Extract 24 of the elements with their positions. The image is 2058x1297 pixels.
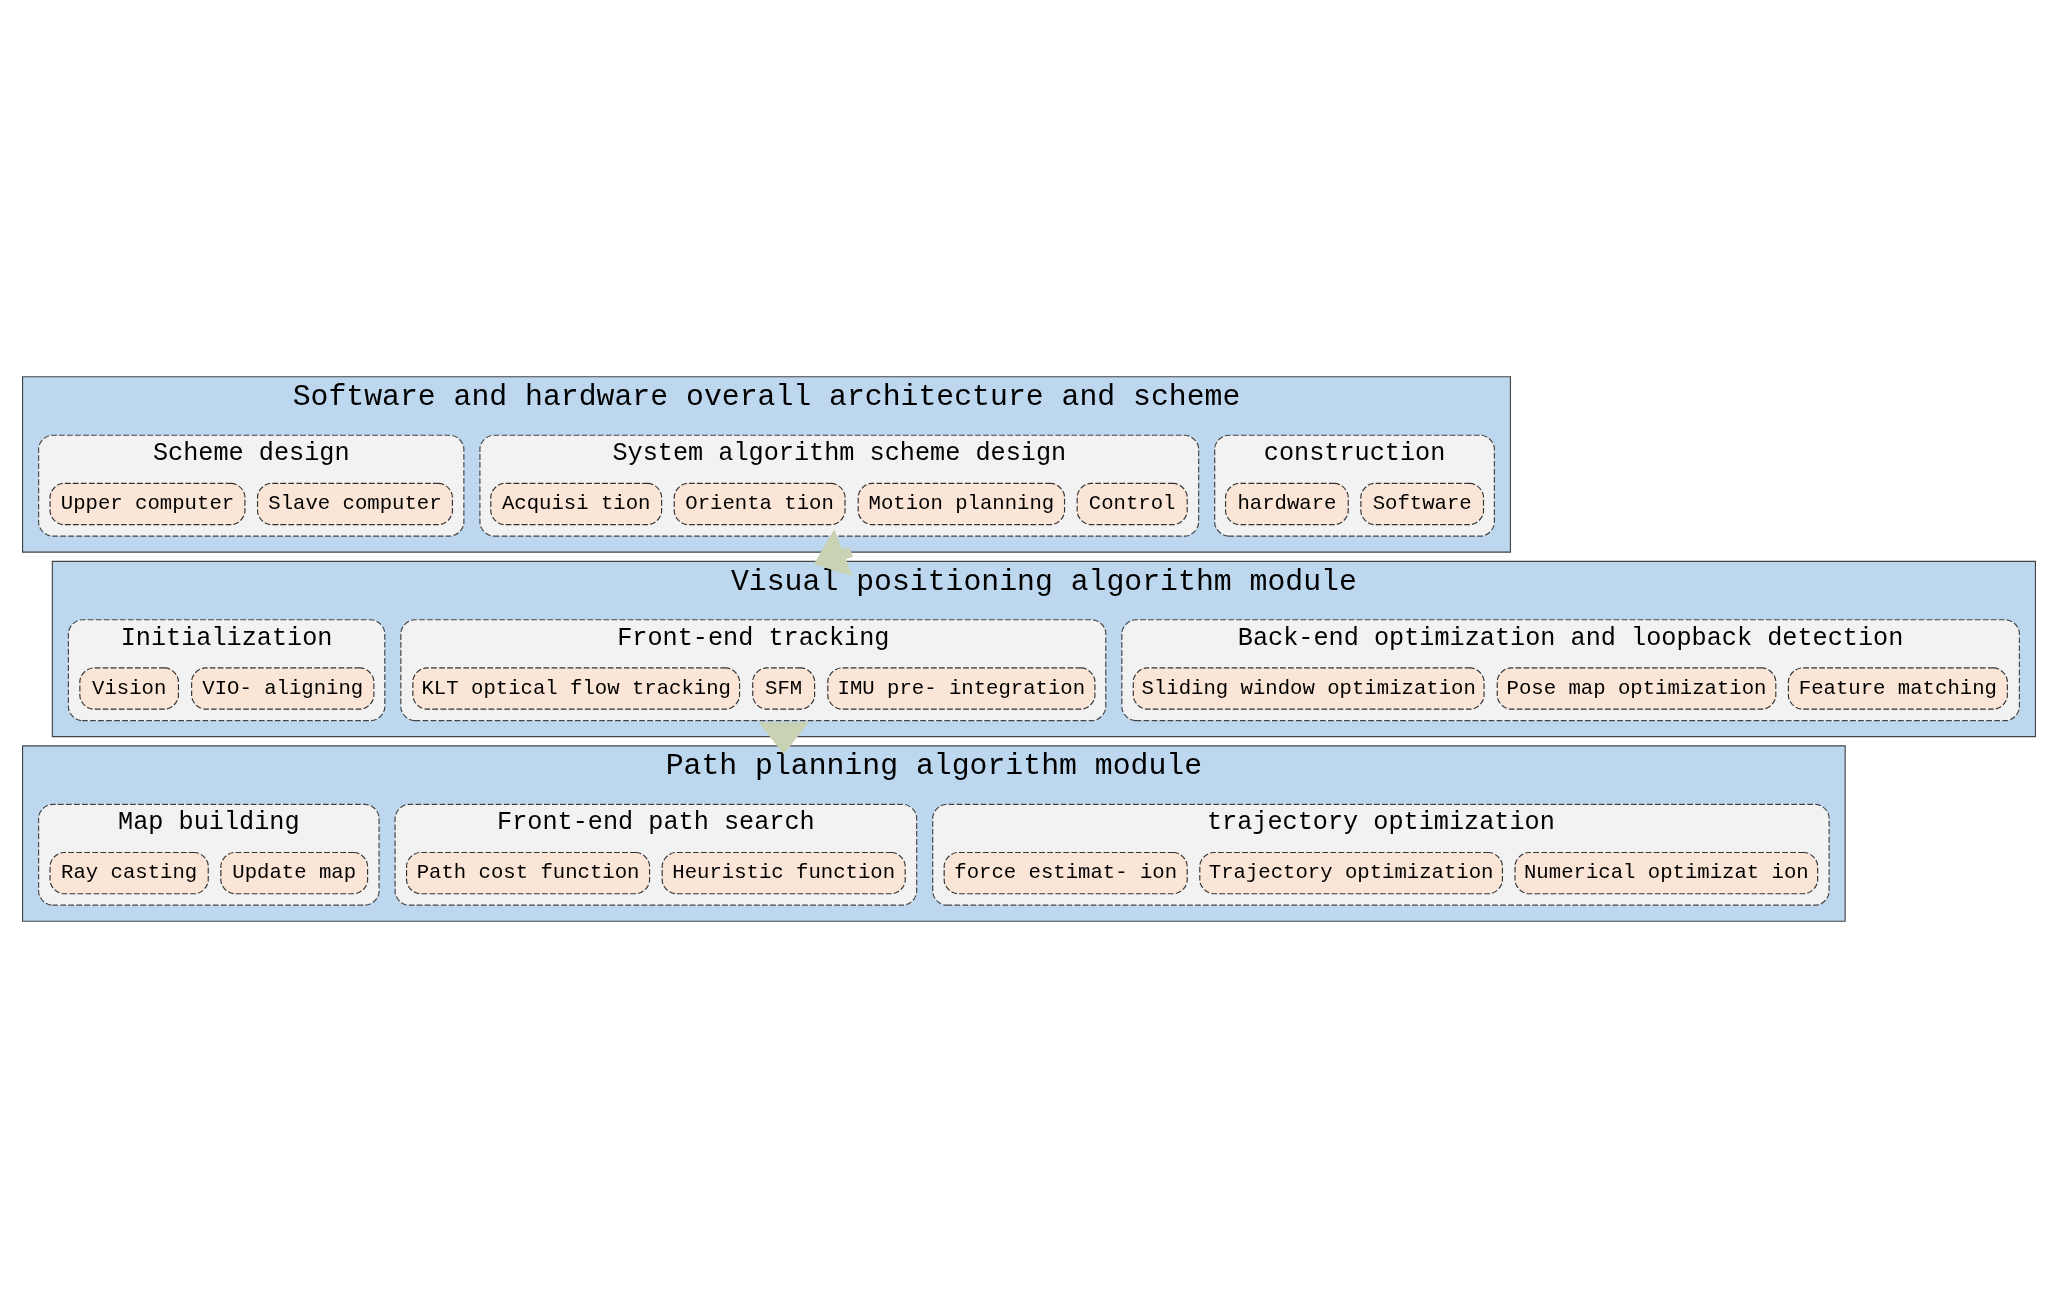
node-box: Sliding window optimization <box>1132 666 1485 710</box>
node-box: KLT optical flow tracking <box>412 666 741 710</box>
node-box: Path cost function <box>406 851 651 894</box>
node-box: Feature matching <box>1787 666 2008 710</box>
node-box: Acquisi tion <box>490 482 663 525</box>
node-box: Ray casting <box>49 851 209 894</box>
node-box: Control <box>1076 482 1188 525</box>
node-box: Pose map optimization <box>1496 666 1777 710</box>
node-box: SFM <box>752 666 816 710</box>
node-box: Update map <box>220 851 369 894</box>
node-box: Trajectory optimization <box>1199 851 1503 894</box>
node-box: Vision <box>79 666 180 710</box>
node-box: Numerical optimizat ion <box>1514 851 1819 894</box>
node-box: force estimat- ion <box>943 851 1188 894</box>
node-box: Orienta tion <box>673 482 846 525</box>
arrow <box>758 721 809 754</box>
node-box: Software <box>1360 482 1485 525</box>
node-box: Motion planning <box>857 482 1066 525</box>
node-box: hardware <box>1225 482 1349 525</box>
node-box: Slave computer <box>256 482 453 525</box>
node-box: IMU pre- integration <box>827 666 1096 710</box>
node-box: Upper computer <box>49 482 246 525</box>
node-box: VIO- aligning <box>191 666 375 710</box>
node-box: Heuristic function <box>661 851 906 894</box>
